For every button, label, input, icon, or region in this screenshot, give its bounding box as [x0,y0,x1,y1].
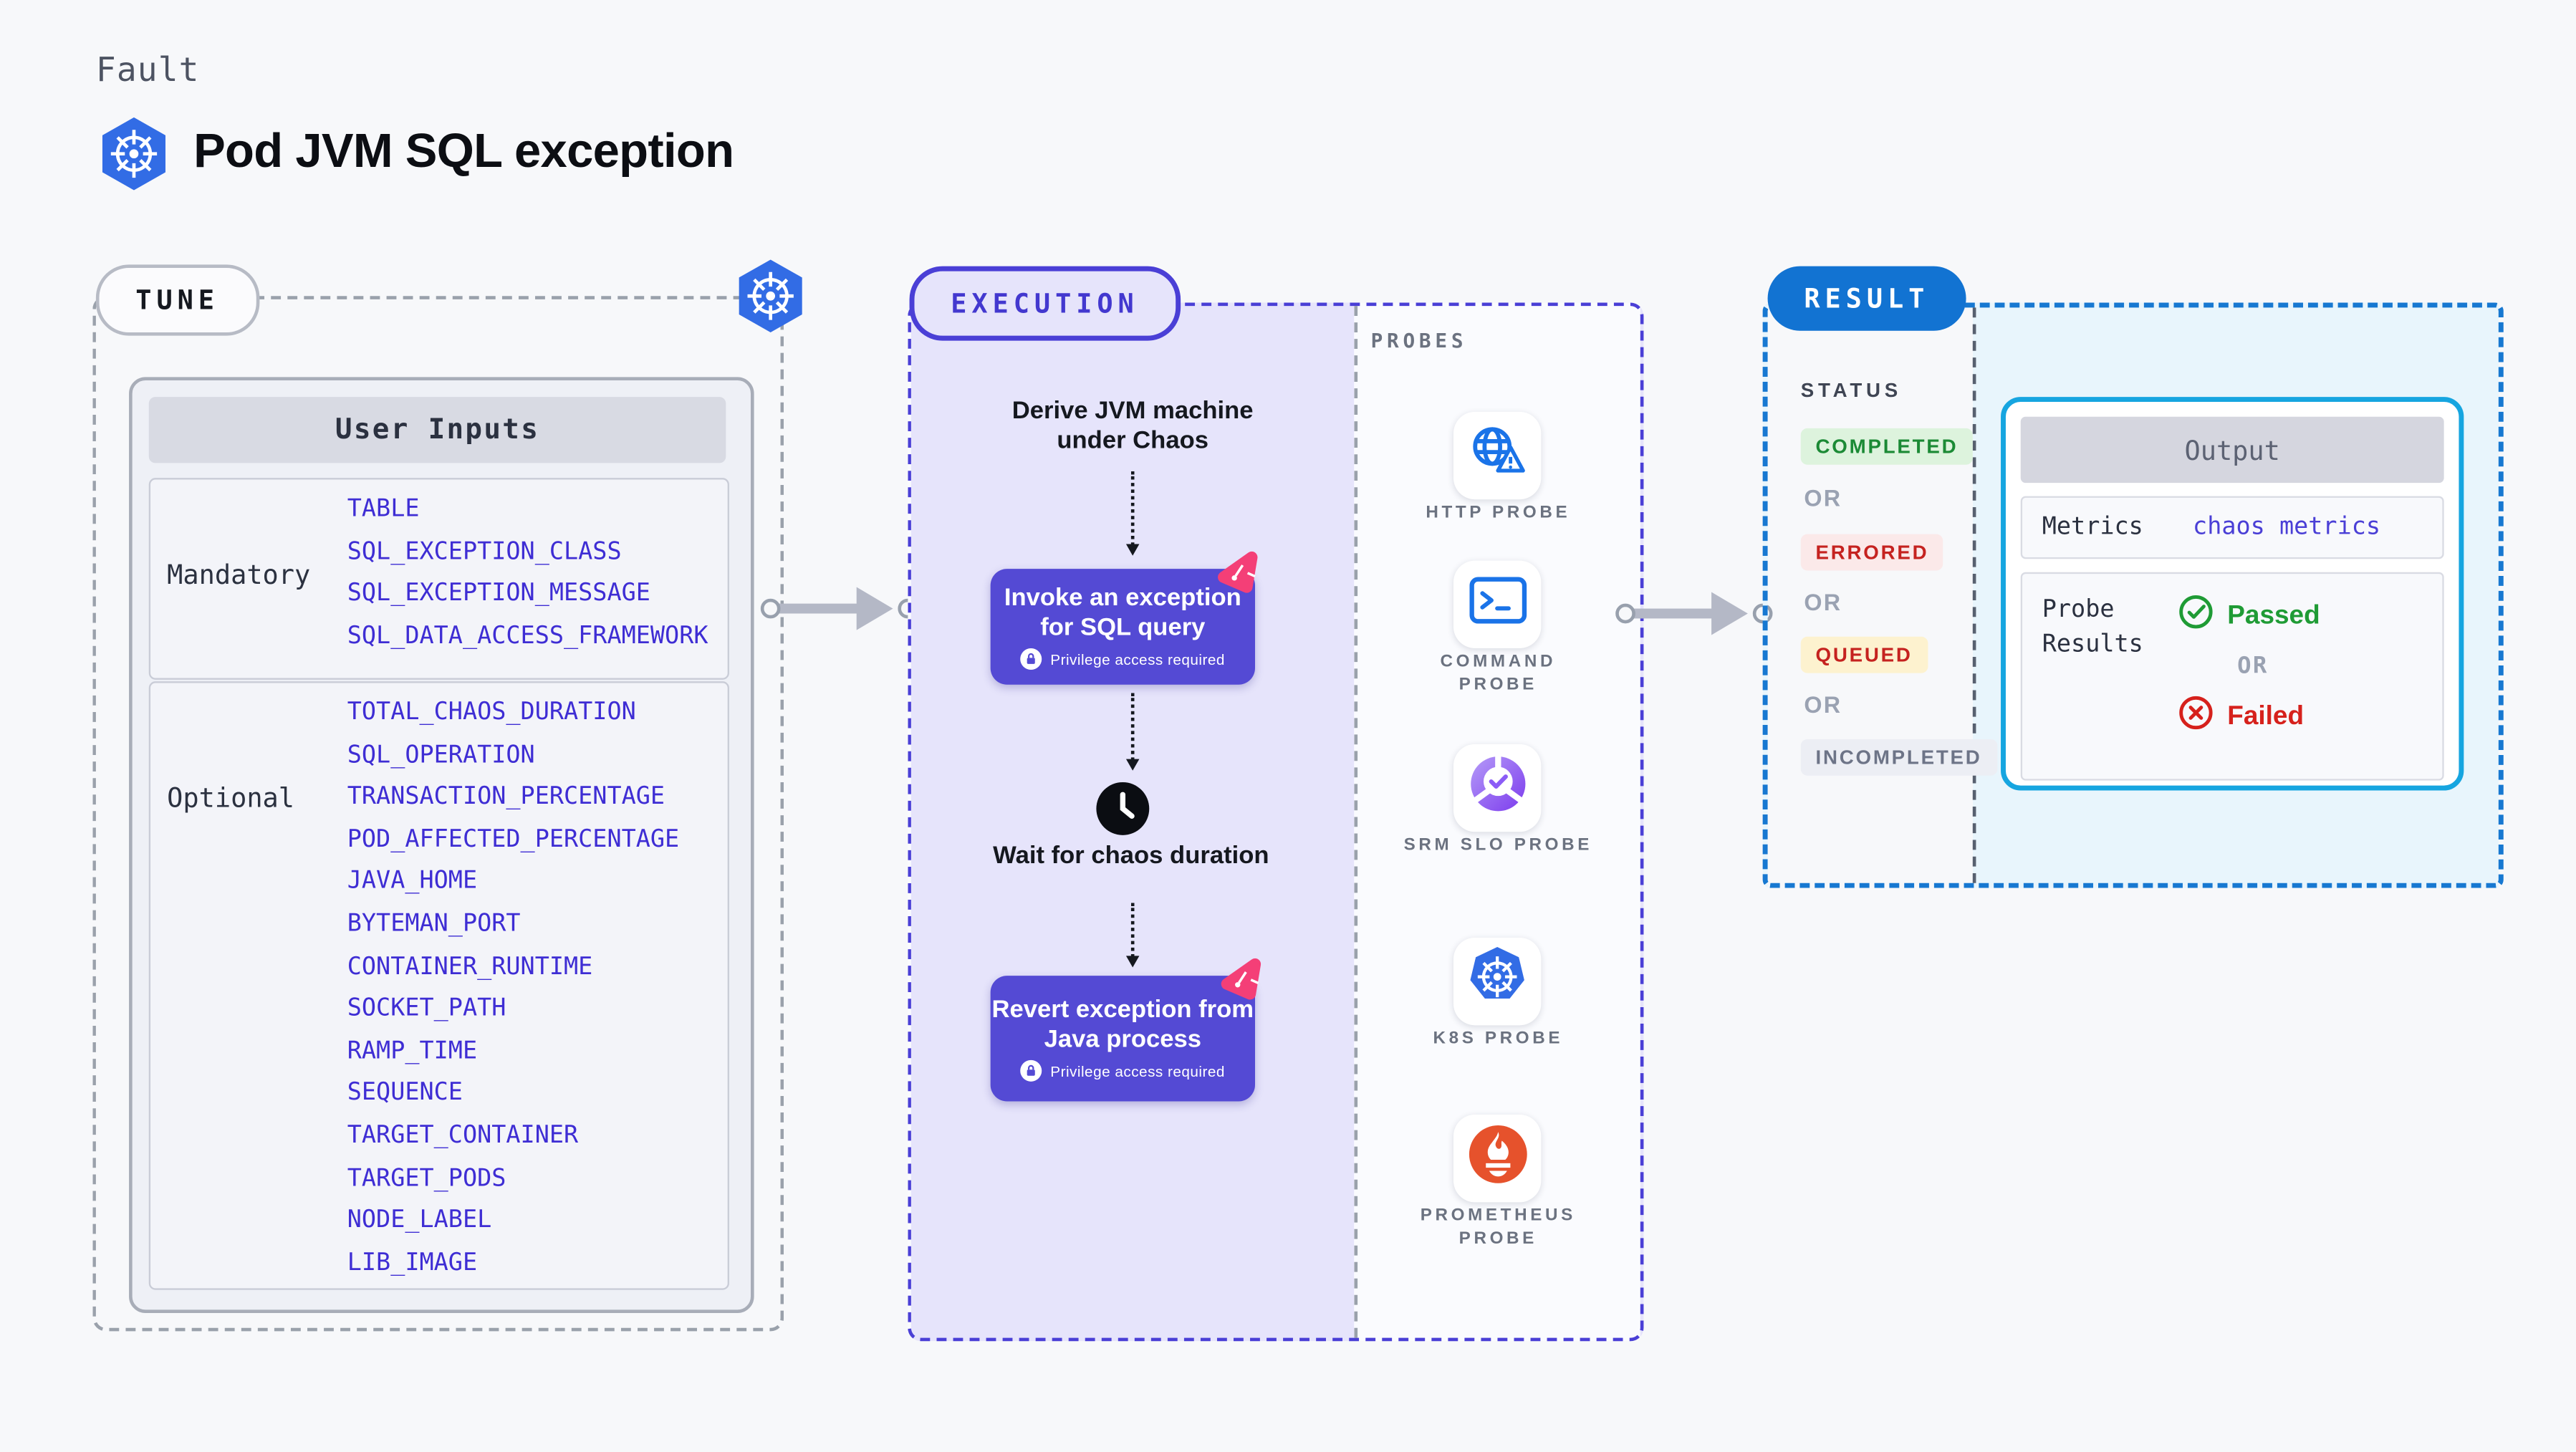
privilege-note: Privilege access required [1050,1062,1225,1080]
execution-pill: EXECUTION [909,266,1181,341]
clock-icon [1095,781,1150,845]
or-label: OR [1804,691,1842,718]
execution-probes-divider [1354,306,1358,1338]
prometheus-probe-card [1453,1114,1542,1203]
probe-results-label: Probe Results [2042,597,2143,658]
command-probe-card [1453,560,1542,648]
param-item: SOCKET_PATH [347,996,506,1023]
param-item: TARGET_CONTAINER [347,1122,579,1150]
output-header: Output [2020,416,2444,484]
param-item: SQL_OPERATION [347,741,535,769]
slo-donut-icon [1464,751,1530,825]
lock-icon [1020,1059,1042,1082]
param-item: TOTAL_CHAOS_DURATION [347,699,636,726]
kubernetes-icon [734,258,807,342]
revert-node-label: Revert exception from Java process [991,995,1254,1053]
mandatory-label: Mandatory [167,559,311,591]
status-badge-errored: ERRORED [1800,534,1944,571]
wait-step-label: Wait for chaos duration [993,842,1269,870]
kubernetes-icon [1464,944,1532,1019]
execution-to-result-arrow [1615,590,1774,637]
tune-section [92,296,784,1332]
param-item: SQL_DATA_ACCESS_FRAMEWORK [347,622,708,650]
x-circle-icon [2178,695,2214,739]
param-item: TRANSACTION_PERCENTAGE [347,784,665,811]
tune-to-execution-arrow [760,585,920,632]
param-item: JAVA_HOME [347,868,478,895]
tune-pill: TUNE [95,264,259,336]
check-circle-icon [2178,594,2214,638]
invoke-node-label: Invoke an exception for SQL query [1004,583,1241,641]
param-item: POD_AFFECTED_PERCENTAGE [347,826,680,853]
litmus-chaos-icon [1219,956,1265,1002]
param-item: SQL_EXCEPTION_CLASS [347,538,622,565]
flow-connector [1125,903,1140,968]
status-badge-queued: QUEUED [1800,636,1928,673]
revert-exception-node: Revert exception from Java process Privi… [990,976,1255,1102]
execution-section: Derive JVM machine under Chaos Invoke an… [908,302,1644,1342]
param-item: BYTEMAN_PORT [347,910,521,938]
param-item: LIB_IMAGE [347,1249,478,1276]
passed-result: Passed [2178,594,2423,638]
failed-label: Failed [2227,702,2305,731]
flow-connector [1125,693,1140,771]
lock-icon [1020,648,1042,670]
failed-result: Failed [2178,695,2423,739]
probe-results-row: Probe Results Passed OR [2020,572,2444,781]
or-label: OR [1804,588,1842,615]
mandatory-inputs-row: Mandatory TABLE SQL_EXCEPTION_CLASS SQL_… [148,478,729,680]
param-item: TABLE [347,496,420,523]
derive-step-label: Derive JVM machine under Chaos [1011,397,1254,455]
status-badge-completed: COMPLETED [1800,428,1974,465]
param-item: SQL_EXCEPTION_MESSAGE [347,580,650,607]
status-badge-incompleted: INCOMPLETED [1800,739,1997,776]
probe-label: HTTP PROBE [1426,502,1571,523]
param-item: NODE_LABEL [347,1207,492,1234]
param-item: TARGET_PODS [347,1165,506,1192]
optional-label: Optional [167,782,295,814]
srm-slo-probe-card [1453,744,1542,832]
output-card: Output Metrics chaos metrics Probe Resul… [2001,397,2464,791]
param-item: CONTAINER_RUNTIME [347,953,593,980]
status-output-divider [1972,307,1976,883]
kubernetes-icon [97,116,170,201]
litmus-chaos-icon [1216,549,1262,595]
globe-alert-icon [1466,423,1527,488]
passed-label: Passed [2227,601,2320,630]
metrics-row: Metrics chaos metrics [2020,496,2444,559]
probes-header: PROBES [1370,329,1468,352]
optional-inputs-row: Optional TOTAL_CHAOS_DURATION SQL_OPERAT… [148,681,729,1290]
optional-param-list: TOTAL_CHAOS_DURATION SQL_OPERATION TRANS… [347,693,721,1285]
param-item: RAMP_TIME [347,1038,478,1065]
user-inputs-card: User Inputs Mandatory TABLE SQL_EXCEPTIO… [129,377,754,1314]
terminal-icon [1468,574,1527,635]
result-pill: RESULT [1767,266,1966,331]
http-probe-card [1453,411,1542,500]
user-inputs-header: User Inputs [148,397,726,463]
invoke-exception-node: Invoke an exception for SQL query Privil… [990,569,1255,685]
fault-kicker: Fault [95,49,200,90]
probe-label: SRM SLO PROBE [1403,835,1593,855]
k8s-probe-card [1453,937,1542,1026]
metrics-label: Metrics [2042,514,2143,541]
status-header: STATUS [1800,378,1903,402]
or-label: OR [1804,484,1842,511]
metrics-value: chaos metrics [2193,514,2381,541]
or-label: OR [2237,653,2269,680]
probe-label: K8S PROBE [1433,1028,1564,1049]
privilege-note: Privilege access required [1050,650,1225,668]
page-title: Pod JVM SQL exception [193,125,734,179]
probe-label: COMMAND PROBE [1440,651,1557,695]
probe-label: PROMETHEUS PROBE [1420,1205,1576,1249]
flow-connector [1125,471,1140,556]
param-item: SEQUENCE [347,1080,463,1107]
mandatory-param-list: TABLE SQL_EXCEPTION_CLASS SQL_EXCEPTION_… [347,489,721,658]
prometheus-icon [1464,1121,1530,1196]
